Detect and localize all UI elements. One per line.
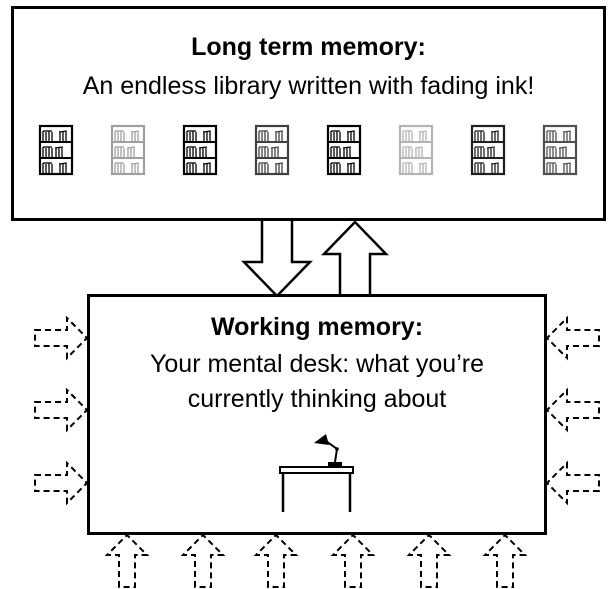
working-memory-description-line-2: currently thinking about <box>187 385 447 413</box>
working-memory-description-line-1: Your mental desk: what you’re <box>150 350 484 378</box>
working-memory-title: Working memory: <box>210 313 424 341</box>
up-arrow-to-long-term-memory <box>321 220 389 302</box>
down-arrow-to-working-memory <box>241 212 313 298</box>
long-term-memory-title: Long term memory: <box>191 33 426 61</box>
transfer-arrows <box>241 212 389 302</box>
long-term-memory-description: An endless library written with fading i… <box>82 72 535 100</box>
working-memory-box: Working memory: Your mental desk: what y… <box>87 294 547 535</box>
long-term-memory-box: Long term memory: An endless library wri… <box>11 6 606 221</box>
